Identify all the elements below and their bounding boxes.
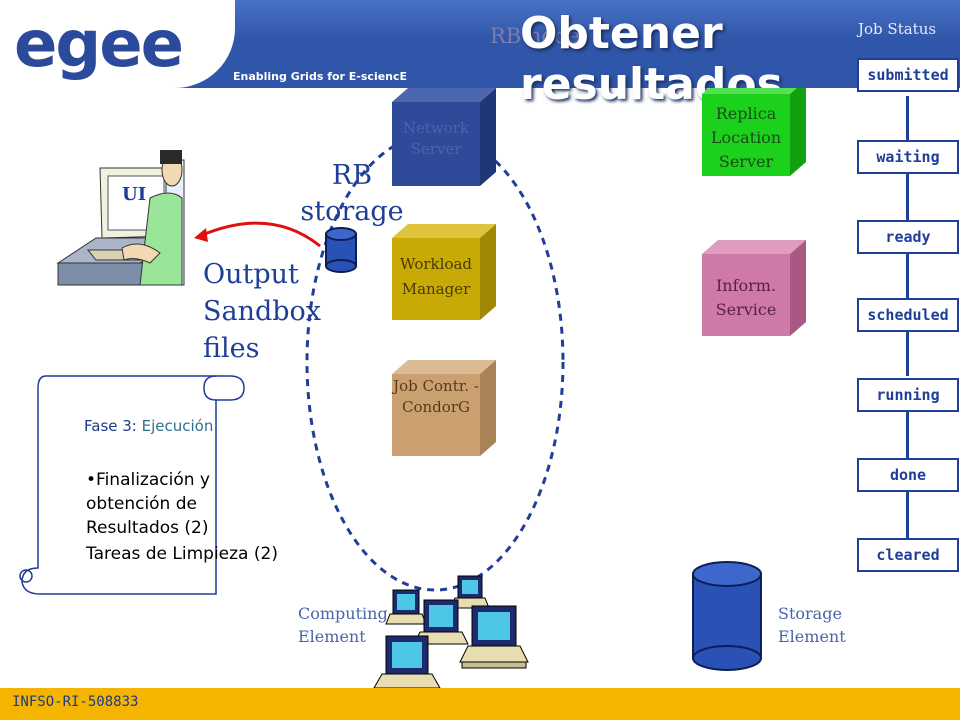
arrow-head bbox=[194, 228, 208, 242]
page-title: Obtener resultados bbox=[520, 8, 783, 110]
note-line-4: Tareas de Limpieza (2) bbox=[86, 544, 278, 564]
state-running: running bbox=[857, 378, 959, 412]
storage-element-cylinder bbox=[692, 561, 762, 671]
workload-manager-label: Workload Manager bbox=[399, 255, 473, 298]
output-sandbox-line3: files bbox=[203, 333, 260, 364]
network-server-label: Network Server bbox=[402, 119, 470, 158]
ui-workstation-icon bbox=[56, 150, 185, 286]
phase-name: Ejecución bbox=[141, 417, 214, 435]
output-sandbox-line1: Output bbox=[203, 259, 299, 290]
inform-service-cube bbox=[702, 240, 806, 336]
phase-prefix: Fase 3: bbox=[84, 417, 142, 435]
inform-service-label: Inform. Service bbox=[715, 276, 777, 319]
state-connector bbox=[906, 492, 909, 538]
ui-label: UI bbox=[122, 184, 147, 205]
tagline: Enabling Grids for E-sciencE bbox=[233, 70, 408, 83]
egee-logo: egee bbox=[14, 8, 184, 82]
computing-element-computers bbox=[373, 575, 529, 688]
workload-manager-cube bbox=[392, 224, 496, 320]
rb-storage-label: RB storage bbox=[300, 160, 404, 227]
rb-node-ellipse bbox=[305, 132, 565, 592]
output-arrow bbox=[199, 221, 321, 248]
computing-element-label: Computing Element bbox=[298, 604, 388, 646]
diagram-canvas bbox=[19, 88, 806, 688]
state-connector bbox=[906, 96, 909, 140]
state-connector bbox=[906, 254, 909, 298]
note-line-1: •Finalización y bbox=[86, 470, 210, 490]
scroll-note-shape bbox=[19, 375, 245, 595]
state-ready: ready bbox=[857, 220, 959, 254]
footer-bar bbox=[0, 688, 960, 720]
state-done: done bbox=[857, 458, 959, 492]
state-cleared: cleared bbox=[857, 538, 959, 572]
note-line-3: Resultados (2) bbox=[86, 518, 209, 538]
state-connector bbox=[906, 332, 909, 376]
state-submitted: submitted bbox=[857, 58, 959, 92]
state-connector bbox=[906, 410, 909, 458]
network-server-cube bbox=[392, 88, 496, 186]
replica-location-cube bbox=[702, 88, 806, 176]
footer-code: INFSO-RI-508833 bbox=[12, 694, 139, 710]
job-controller-cube bbox=[392, 360, 496, 456]
rb-storage-cylinder bbox=[325, 227, 357, 273]
state-waiting: waiting bbox=[857, 140, 959, 174]
note-line-2: obtención de bbox=[86, 494, 197, 514]
state-connector bbox=[906, 174, 909, 220]
rb-node-label: RB node bbox=[490, 24, 580, 48]
job-controller-label: Job Contr. - CondorG bbox=[393, 377, 479, 416]
phase-heading: Fase 3: Ejecución bbox=[84, 417, 213, 435]
replica-location-label: Replica Location Server bbox=[710, 104, 782, 171]
output-sandbox-line2: Sandbox bbox=[203, 296, 322, 327]
state-scheduled: scheduled bbox=[857, 298, 959, 332]
storage-element-label: Storage Element bbox=[778, 604, 846, 646]
job-status-label: Job Status bbox=[858, 20, 937, 38]
logo-panel bbox=[0, 0, 235, 88]
